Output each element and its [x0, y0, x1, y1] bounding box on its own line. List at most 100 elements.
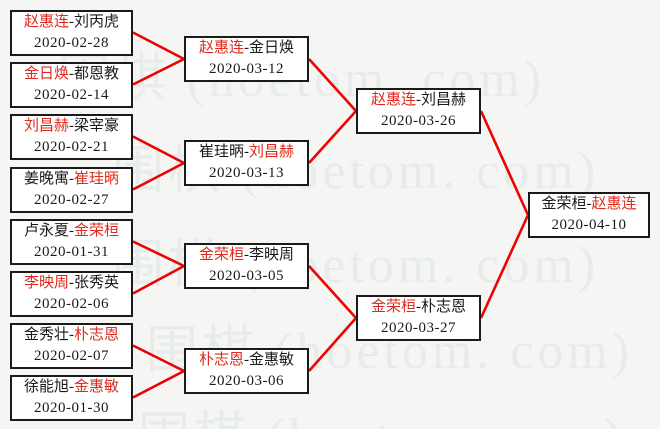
player-name: 金荣桓	[198, 247, 244, 263]
dash-separator: -	[69, 171, 74, 187]
player-name: 金荣桓	[541, 196, 587, 212]
player-name: 姜晚寓	[23, 171, 69, 187]
player-name: 赵惠连	[23, 14, 69, 30]
match-date: 2020-02-06	[34, 296, 109, 312]
match-players: 赵惠连-金日焕	[199, 38, 294, 59]
match-date: 2020-02-21	[34, 139, 109, 155]
player-name: 金秀壮	[23, 327, 69, 343]
watermark-text: 围棋 (hoetom. com)	[138, 394, 625, 429]
match-box-r2-4: 朴志恩-金惠敏 2020-03-06	[184, 348, 309, 394]
player-name: 崔珪昞	[198, 144, 244, 160]
match-date: 2020-04-10	[551, 217, 627, 233]
match-players: 姜晚寓-崔珪昞	[24, 169, 119, 190]
match-date: 2020-03-26	[381, 113, 456, 129]
dash-separator: -	[69, 379, 74, 395]
match-box-r2-1: 赵惠连-金日焕 2020-03-12	[184, 36, 309, 82]
player-name: 张秀英	[74, 275, 120, 291]
connector-line	[132, 161, 185, 191]
match-date: 2020-01-30	[34, 400, 109, 416]
player-name: 刘丙虎	[74, 14, 120, 30]
connector-line	[308, 58, 357, 112]
match-date: 2020-03-13	[209, 165, 284, 181]
match-players: 金荣桓-赵惠连	[541, 194, 636, 215]
match-date: 2020-03-27	[381, 320, 456, 336]
dash-separator: -	[244, 40, 249, 56]
dash-separator: -	[69, 66, 74, 82]
player-name: 金惠敏	[249, 352, 295, 368]
match-players: 刘昌赫-梁宰豪	[24, 116, 119, 137]
match-box-r1-3: 刘昌赫-梁宰豪 2020-02-21	[10, 114, 133, 160]
match-box-r1-2: 金日焕-都恩教 2020-02-14	[10, 62, 133, 108]
dash-separator: -	[69, 223, 74, 239]
player-name: 朴志恩	[421, 299, 467, 315]
player-name: 金荣桓	[370, 299, 416, 315]
player-name: 金日焕	[23, 66, 69, 82]
match-players: 崔珪昞-刘昌赫	[199, 142, 294, 163]
match-players: 赵惠连-刘丙虎	[24, 12, 119, 33]
player-name: 赵惠连	[370, 92, 416, 108]
player-name: 赵惠连	[591, 196, 637, 212]
match-box-final: 金荣桓-赵惠连 2020-04-10	[528, 192, 650, 238]
match-date: 2020-01-31	[34, 244, 109, 260]
match-players: 金荣桓-李映周	[199, 245, 294, 266]
dash-separator: -	[416, 92, 421, 108]
connector-line	[479, 214, 530, 319]
match-date: 2020-03-05	[209, 268, 284, 284]
match-box-r1-4: 姜晚寓-崔珪昞 2020-02-27	[10, 167, 133, 213]
player-name: 朴志恩	[198, 352, 244, 368]
player-name: 卢永夏	[23, 223, 69, 239]
match-date: 2020-02-07	[34, 348, 109, 364]
match-box-r1-7: 金秀壮-朴志恩 2020-02-07	[10, 323, 133, 369]
connector-line	[132, 135, 185, 165]
dash-separator: -	[586, 196, 592, 212]
match-box-sf-1: 赵惠连-刘昌赫 2020-03-26	[356, 88, 481, 134]
connector-line	[479, 110, 530, 216]
match-box-r2-2: 崔珪昞-刘昌赫 2020-03-13	[184, 140, 309, 186]
dash-separator: -	[244, 352, 249, 368]
match-box-r1-6: 李映周-张秀英 2020-02-06	[10, 271, 133, 317]
player-name: 金荣桓	[74, 223, 120, 239]
dash-separator: -	[69, 14, 74, 30]
player-name: 崔珪昞	[74, 171, 120, 187]
match-players: 金日焕-都恩教	[24, 64, 119, 85]
match-players: 李映周-张秀英	[24, 273, 119, 294]
player-name: 金惠敏	[74, 379, 120, 395]
dash-separator: -	[69, 118, 74, 134]
player-name: 都恩教	[74, 66, 120, 82]
dash-separator: -	[69, 275, 74, 291]
dash-separator: -	[244, 247, 249, 263]
connector-line	[132, 57, 185, 86]
connector-line	[132, 369, 185, 399]
connector-line	[308, 110, 357, 164]
connector-line	[308, 265, 357, 319]
match-players: 徐能旭-金惠敏	[24, 377, 119, 398]
match-date: 2020-03-06	[209, 373, 284, 389]
match-players: 金荣桓-朴志恩	[371, 297, 466, 318]
player-name: 李映周	[23, 275, 69, 291]
match-box-r2-3: 金荣桓-李映周 2020-03-05	[184, 243, 309, 289]
player-name: 梁宰豪	[74, 118, 120, 134]
player-name: 刘昌赫	[421, 92, 467, 108]
dash-separator: -	[69, 327, 74, 343]
match-box-r1-1: 赵惠连-刘丙虎 2020-02-28	[10, 10, 133, 56]
match-players: 朴志恩-金惠敏	[199, 350, 294, 371]
match-box-r1-5: 卢永夏-金荣桓 2020-01-31	[10, 219, 133, 265]
connector-line	[132, 264, 185, 295]
match-date: 2020-02-14	[34, 87, 109, 103]
match-date: 2020-02-27	[34, 192, 109, 208]
connector-line	[132, 240, 185, 268]
dash-separator: -	[416, 299, 421, 315]
player-name: 徐能旭	[23, 379, 69, 395]
match-players: 金秀壮-朴志恩	[24, 325, 119, 346]
match-players: 卢永夏-金荣桓	[24, 221, 119, 242]
match-players: 赵惠连-刘昌赫	[371, 90, 466, 111]
player-name: 赵惠连	[198, 40, 244, 56]
player-name: 李映周	[249, 247, 295, 263]
match-date: 2020-03-12	[209, 61, 284, 77]
dash-separator: -	[244, 144, 249, 160]
match-date: 2020-02-28	[34, 35, 109, 51]
match-box-r1-8: 徐能旭-金惠敏 2020-01-30	[10, 375, 133, 421]
connector-line	[132, 344, 185, 373]
